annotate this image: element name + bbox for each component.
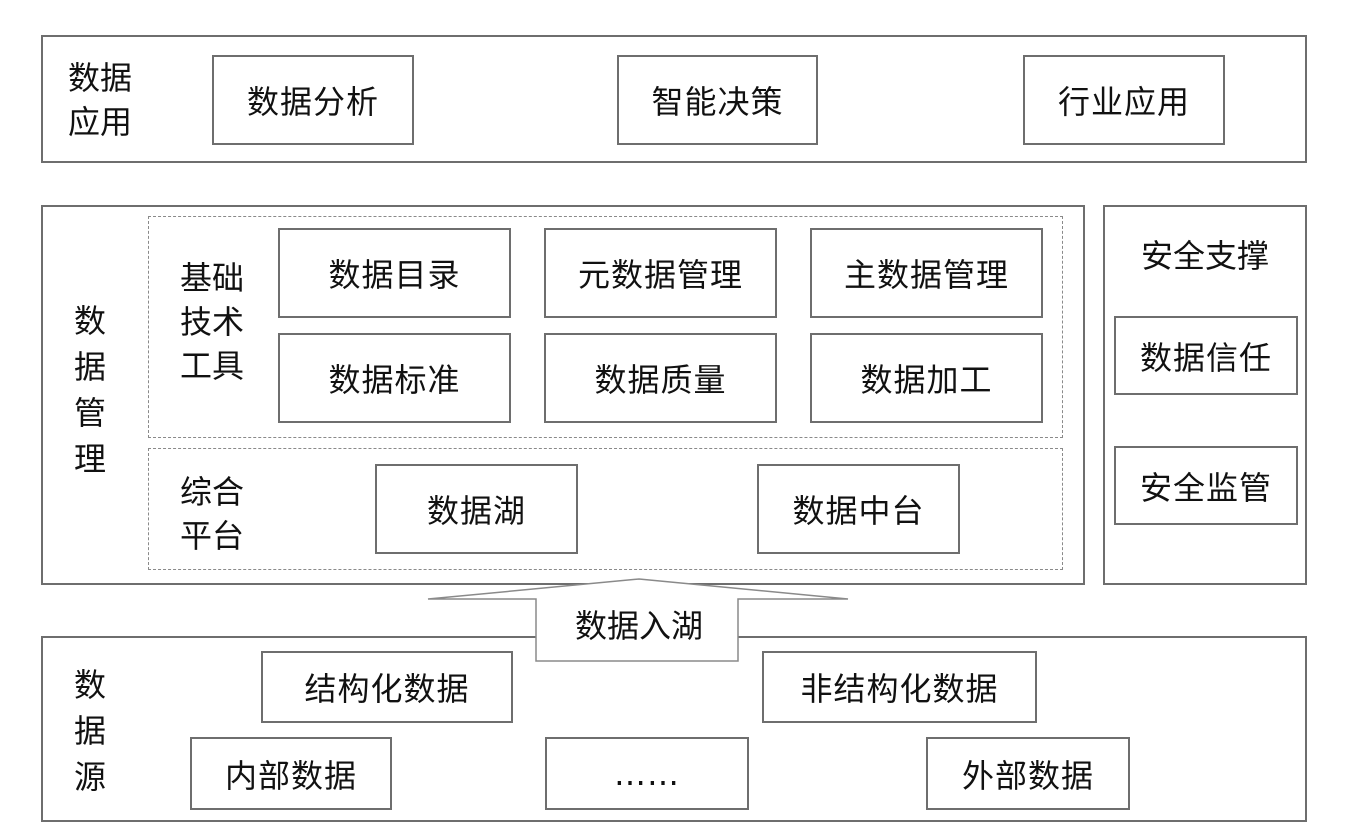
data-middle-platform-box: 数据中台 xyxy=(757,464,960,554)
platform-group xyxy=(148,448,1063,570)
external-data-box: 外部数据 xyxy=(926,737,1130,810)
source-layer-label: 数据源 xyxy=(73,666,106,796)
ellipsis-box: …… xyxy=(545,737,749,810)
security-layer-label: 安全支撑 xyxy=(1140,237,1269,275)
data-processing-box: 数据加工 xyxy=(810,333,1043,423)
data-quality-box: 数据质量 xyxy=(544,333,777,423)
unstructured-data-box: 非结构化数据 xyxy=(762,651,1037,723)
management-layer-label: 数据管理 xyxy=(73,302,106,478)
data-analysis-box: 数据分析 xyxy=(212,55,414,145)
data-lake-box: 数据湖 xyxy=(375,464,578,554)
tools-group xyxy=(148,216,1063,438)
structured-data-box: 结构化数据 xyxy=(261,651,513,723)
application-layer-label: 数据应用 xyxy=(68,59,133,141)
data-trust-box: 数据信任 xyxy=(1114,316,1298,395)
platform-group-label: 综合平台 xyxy=(180,473,245,555)
master-data-management-box: 主数据管理 xyxy=(810,228,1043,318)
ingest-arrow-label: 数据入湖 xyxy=(574,607,703,645)
industry-application-box: 行业应用 xyxy=(1023,55,1225,145)
metadata-management-box: 元数据管理 xyxy=(544,228,777,318)
intelligent-decision-box: 智能决策 xyxy=(617,55,818,145)
internal-data-box: 内部数据 xyxy=(190,737,392,810)
data-standard-box: 数据标准 xyxy=(278,333,511,423)
data-catalog-box: 数据目录 xyxy=(278,228,511,318)
security-supervision-box: 安全监管 xyxy=(1114,446,1298,525)
tools-group-label: 基础技术工具 xyxy=(180,259,245,385)
